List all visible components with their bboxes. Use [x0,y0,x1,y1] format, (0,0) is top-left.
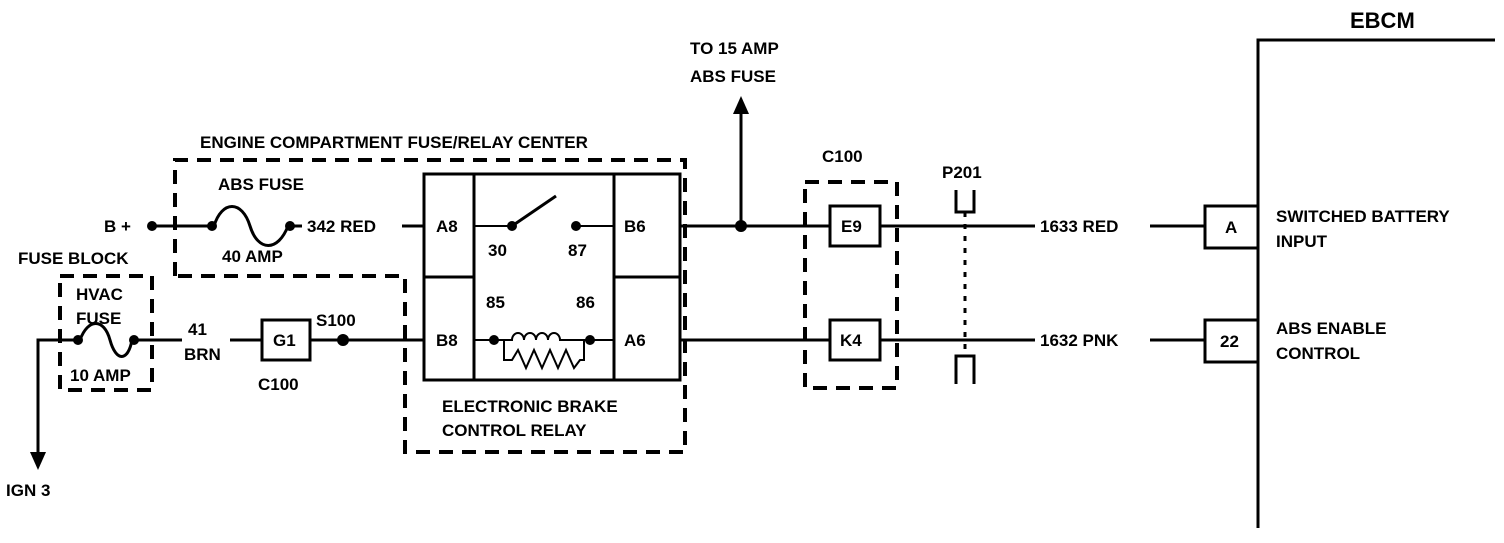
terminal-85: 85 [486,293,505,312]
relay-coil-symbol [494,332,590,341]
to-fuse-label-2: ABS FUSE [690,67,776,86]
terminal-e9: E9 [841,217,862,236]
terminal-g1: G1 [273,331,296,350]
wire-1632-label: 1632 PNK [1040,331,1119,350]
terminal-b6: B6 [624,217,646,236]
abs-fuse-symbol [212,205,290,247]
wire-41-color: BRN [184,345,221,364]
shield-bottom-bracket [954,354,976,384]
ebcm-terminal-a: A [1225,218,1237,237]
s100-label: S100 [316,311,356,330]
ebcm-label: EBCM [1350,8,1415,33]
abs-enable-label-2: CONTROL [1276,344,1360,363]
switched-battery-label-1: SWITCHED BATTERY [1276,207,1450,226]
wire-342-label: 342 RED [307,217,376,236]
terminal-g1-box [260,318,312,362]
to-fuse-label-1: TO 15 AMP [690,39,779,58]
ebcm-module-outline [1256,38,1495,528]
fuse-block-outline [58,274,154,392]
bplus-label: B + [104,217,131,236]
relay-label-1: ELECTRONIC BRAKE [442,397,618,416]
shield-top-bracket [954,190,976,214]
wire-ign3-riser [36,338,78,455]
abs-enable-label-1: ABS ENABLE [1276,319,1387,338]
abs-fuse-label: ABS FUSE [218,175,304,194]
hvac-fuse-label-1: HVAC [76,285,123,304]
c100-outline [803,180,899,390]
p201-label: P201 [942,163,982,182]
terminal-b8: B8 [436,331,458,350]
terminal-e9-box [828,204,882,248]
wire-1633-label: 1633 RED [1040,217,1118,236]
c100-top-label: C100 [822,147,863,166]
relay-switch-arm [511,194,557,228]
arrow-down-icon [30,452,46,470]
terminal-a6: A6 [624,331,646,350]
ign3-label: IGN 3 [6,481,50,500]
terminal-k4: K4 [840,331,862,350]
c100-bottom-label: C100 [258,375,299,394]
hvac-fuse-label-2: FUSE [76,309,121,328]
fuse-block-label: FUSE BLOCK [18,249,129,268]
abs-fuse-rating: 40 AMP [222,247,283,266]
wire-41-number: 41 [188,320,207,339]
relay-resistor-symbol [503,340,585,371]
terminal-86: 86 [576,293,595,312]
ebcm-terminal-a-box [1203,204,1260,250]
bplus-node [147,221,157,231]
fuse-relay-center-label: ENGINE COMPARTMENT FUSE/RELAY CENTER [200,133,588,152]
relay-label-2: CONTROL RELAY [442,421,587,440]
terminal-30: 30 [488,241,507,260]
terminal-a8: A8 [436,217,458,236]
hvac-fuse-rating: 10 AMP [70,366,131,385]
ebcm-terminal-22-box [1203,318,1260,364]
splice-s100-node [337,334,349,346]
ebcm-terminal-22: 22 [1220,332,1239,351]
fuse-relay-center-outline [173,158,687,454]
switched-battery-label-2: INPUT [1276,232,1328,251]
arrow-up-icon [733,96,749,114]
hvac-fuse-symbol [78,322,134,358]
terminal-k4-box [828,318,882,362]
terminal-87: 87 [568,241,587,260]
